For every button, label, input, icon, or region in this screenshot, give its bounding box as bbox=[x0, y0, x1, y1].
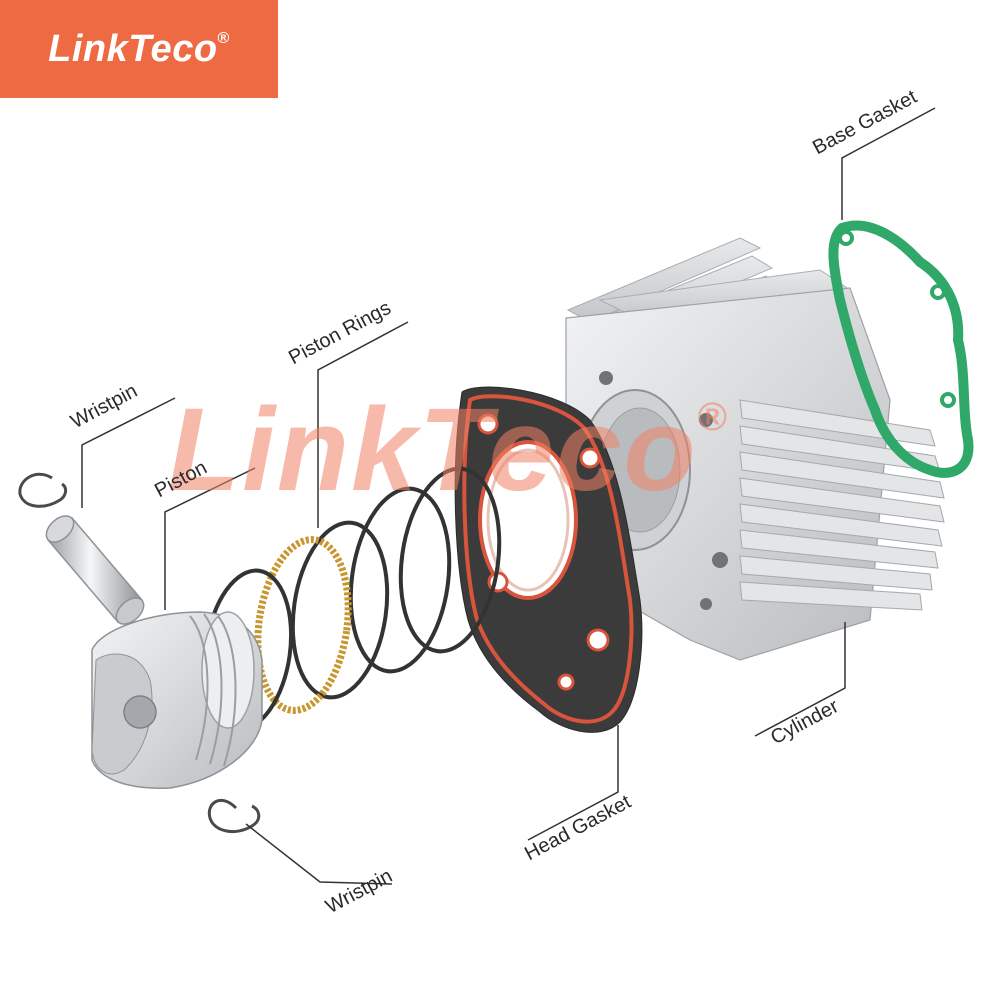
cylinder-side-fins bbox=[739, 399, 945, 611]
piston-ring-3 bbox=[290, 520, 390, 700]
circlip-top bbox=[18, 472, 68, 508]
brand-logo: LinkTeco® bbox=[0, 0, 278, 98]
piston-ring-2 bbox=[348, 486, 452, 674]
head-gasket bbox=[454, 386, 643, 733]
brand-watermark: LinkTeco® bbox=[168, 384, 730, 516]
piston-ring-oil bbox=[254, 536, 352, 714]
circlip-bottom bbox=[207, 798, 261, 834]
brand-logo-text: LinkTeco® bbox=[48, 27, 230, 70]
piston-ring-1 bbox=[398, 466, 502, 654]
piston bbox=[91, 611, 263, 789]
base-gasket bbox=[828, 220, 974, 478]
wristpin bbox=[45, 515, 145, 625]
leader-lines bbox=[81, 107, 936, 885]
cylinder bbox=[564, 237, 945, 661]
